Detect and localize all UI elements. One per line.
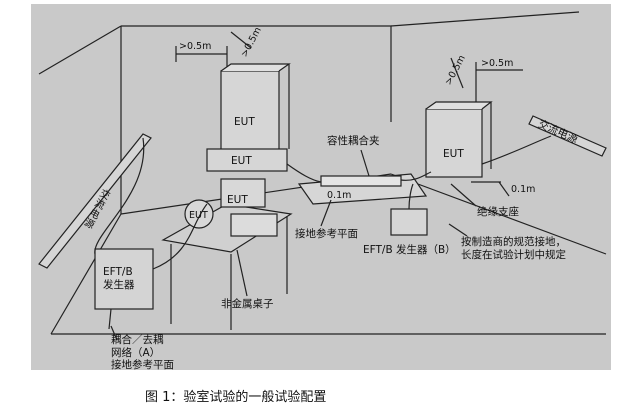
desk-monitor	[220, 178, 266, 208]
ground-plane-label: 接地参考平面	[295, 228, 358, 240]
eut-right-label: EUT	[443, 148, 464, 160]
right-wall-edge	[390, 11, 580, 27]
eut-mid-label: EUT	[231, 155, 252, 167]
coupling-network-line-3: 接地参考平面	[111, 359, 174, 370]
eut-tall-label: EUT	[234, 116, 255, 128]
eut-right-box	[425, 108, 483, 178]
left-wall-edge	[38, 25, 122, 75]
insulation-label: 绝缘支座	[477, 206, 519, 218]
cable-note-line-1: 按制造商的规范接地，	[461, 236, 566, 248]
capacitive-clamp-label: 容性耦合夹	[327, 135, 380, 147]
ac-source-right	[528, 115, 607, 157]
generator-b-label: EFT/B 发生器（B）	[363, 244, 456, 256]
room-drawing	[38, 11, 607, 341]
eut-mid-box	[206, 148, 288, 172]
floor-right	[390, 173, 607, 255]
dim-right-horz: >0.5m	[481, 58, 514, 69]
dim-height-mid: 0.1m	[327, 190, 352, 201]
coupling-network-box	[94, 248, 154, 310]
ac-source-left	[38, 133, 152, 269]
eut-desk-right-label: EUT	[227, 194, 248, 206]
nonmetal-table-label: 非金属桌子	[221, 298, 274, 310]
figure-caption: 图 1：验室试验的一般试验配置	[145, 390, 327, 405]
test-setup-figure: >0.5m >0.5m >0.5m >0.5m 0.1m 0.1m EUT EU…	[31, 4, 611, 370]
eut-tall-box	[220, 70, 280, 156]
generator-b-box	[390, 208, 428, 236]
dim-height-right: 0.1m	[511, 184, 536, 195]
eftb-generator-line-1: EFT/B	[103, 266, 133, 278]
cable-note-line-2: 长度在试验计划中规定	[461, 249, 566, 261]
coupling-network-line-1: 耦合／去耦	[111, 334, 164, 346]
desk-small-eut	[184, 199, 214, 229]
eftb-generator-line-2: 发生器	[103, 279, 135, 291]
desk-keyboard	[230, 213, 278, 237]
eut-desk-small-label: EUT	[189, 210, 208, 221]
floor-front-left	[50, 213, 122, 335]
dim-back-left: >0.5m	[179, 41, 212, 52]
coupling-network-line-2: 网络（A）	[111, 347, 161, 359]
capacitive-clamp	[320, 175, 402, 187]
